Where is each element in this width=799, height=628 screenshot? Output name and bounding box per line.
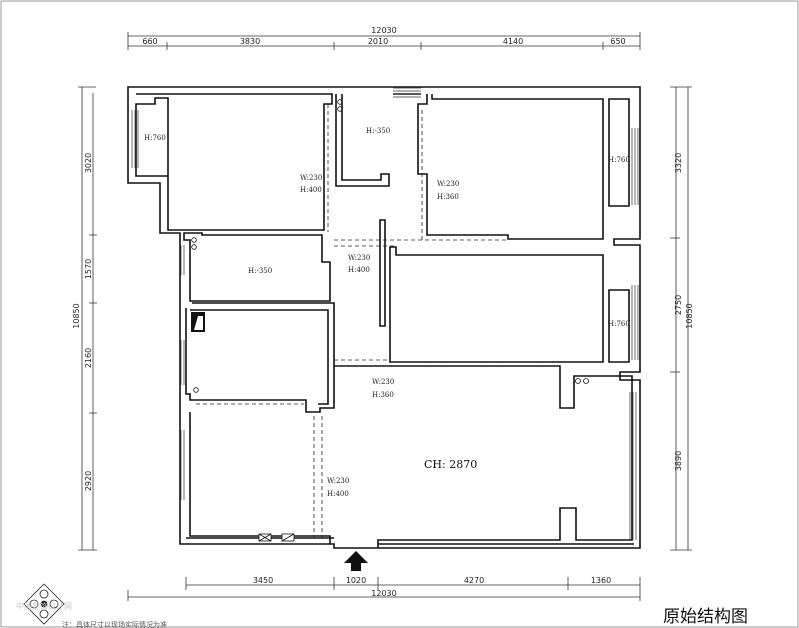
- pipe-icons: [191, 99, 589, 393]
- bottom-dimension-1: 3450: [253, 576, 273, 585]
- right-dimension-lines: [670, 86, 692, 551]
- bottom-dimension-4: 1360: [591, 576, 611, 585]
- top-dimension-4: 4140: [503, 37, 523, 46]
- entrance-arrow-icon: [344, 551, 368, 571]
- bottom-total-dimension: 12030: [371, 589, 396, 598]
- label-h-350-mid: H:-350: [248, 267, 272, 275]
- ceiling-height-label: CH: 2870: [424, 458, 477, 471]
- beam-lines: [196, 104, 560, 538]
- left-dimension-1: 3020: [84, 153, 93, 173]
- label-h400-2: H:400: [348, 266, 370, 274]
- right-dimension-3: 3890: [674, 451, 683, 471]
- label-h360-2: H:360: [372, 391, 394, 399]
- footnote: 注：具体尺寸以现场实际情况为准: [62, 620, 167, 628]
- label-h400-1: H:400: [300, 186, 322, 194]
- top-dimension-5: 650: [610, 37, 625, 46]
- label-h360-1: H:360: [437, 193, 459, 201]
- label-w230-5: W:230: [327, 477, 349, 485]
- label-w230-4: W:230: [372, 378, 394, 386]
- left-dimension-2: 1570: [84, 259, 93, 279]
- label-h760-right-top: H:760: [608, 156, 630, 164]
- left-dimension-4: 2920: [84, 471, 93, 491]
- left-dimension-lines: [78, 86, 97, 551]
- label-h-350-top: H:-350: [366, 127, 390, 135]
- right-dimension-2: 2750: [674, 295, 683, 315]
- label-w230-3: W:230: [348, 254, 370, 262]
- drawing-title: 原始结构图: [663, 607, 748, 627]
- meter-icons: [258, 533, 295, 542]
- left-total-dimension: 10850: [72, 303, 81, 328]
- label-h760-right-mid: H:760: [608, 320, 630, 328]
- bottom-dimension-2: 1020: [346, 576, 366, 585]
- flue-icon: [191, 312, 205, 332]
- compass-icon: [23, 583, 65, 625]
- top-dimension-3: 2010: [368, 37, 388, 46]
- right-dimension-1: 3320: [674, 153, 683, 173]
- top-dimension-lines: [127, 32, 641, 50]
- label-h760-left: H:760: [144, 134, 166, 142]
- watermark: 中国装饰设计网: [16, 601, 72, 611]
- top-dimension-2: 3830: [240, 37, 260, 46]
- stair-hatch: [393, 87, 421, 98]
- label-w230-1: W:230: [300, 174, 322, 182]
- windows: [131, 110, 639, 540]
- left-dimension-3: 2160: [84, 348, 93, 368]
- bottom-dimension-3: 4270: [464, 576, 484, 585]
- top-total-dimension: 12030: [371, 26, 396, 35]
- bottom-dimension-lines: [127, 577, 641, 601]
- label-h400-3: H:400: [327, 490, 349, 498]
- top-dimension-1: 660: [142, 37, 157, 46]
- right-total-dimension: 10850: [685, 303, 694, 328]
- label-w230-2: W:230: [437, 180, 459, 188]
